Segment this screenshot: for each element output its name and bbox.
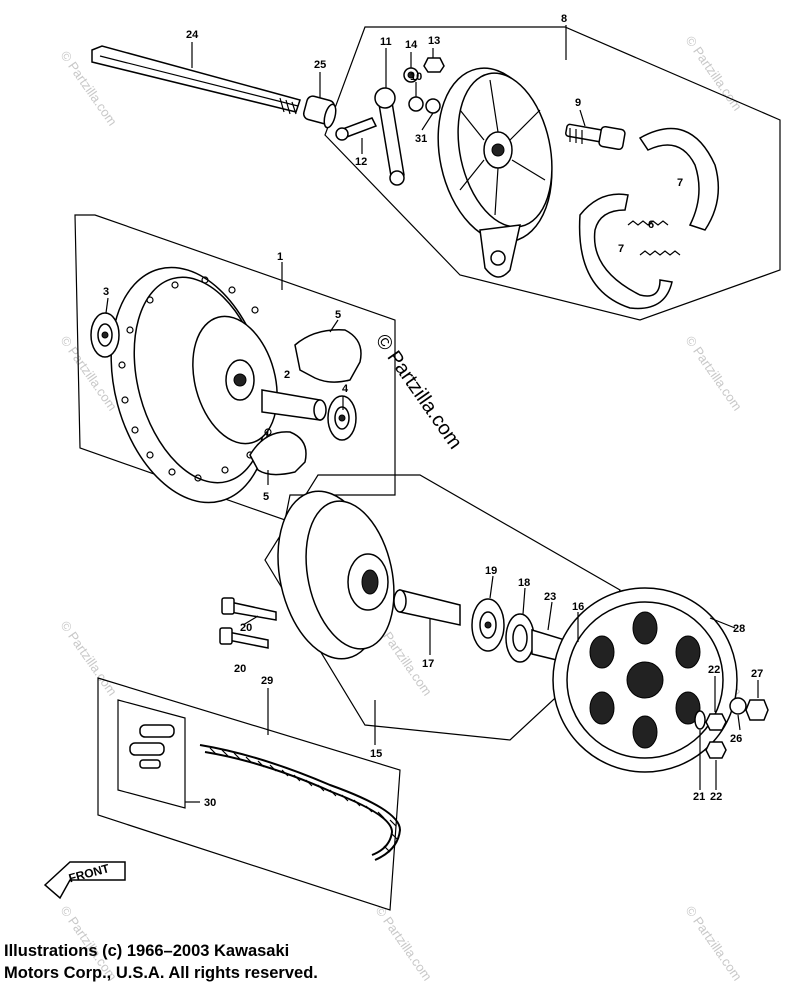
callout-30: 30 <box>204 797 216 809</box>
watermark-9: © Partzilla.com <box>373 903 436 983</box>
callout-7b: 7 <box>618 243 624 255</box>
callout-25: 25 <box>314 59 326 71</box>
bearing-4 <box>327 395 357 441</box>
callout-4: 4 <box>342 383 349 395</box>
washer-10 <box>408 96 424 112</box>
callout-20a: 20 <box>240 622 252 634</box>
copyright-notice: Illustrations (c) 1966–2003 Kawasaki Mot… <box>4 940 318 984</box>
callout-15: 15 <box>370 748 382 760</box>
washer-31 <box>425 98 441 114</box>
callout-5b: 5 <box>263 491 269 503</box>
callout-9: 9 <box>575 97 581 109</box>
callout-12: 12 <box>355 156 367 168</box>
brake-panel <box>437 67 553 278</box>
watermark-5: © Partzilla.com <box>58 618 121 698</box>
rear-sprocket <box>552 587 738 773</box>
callout-16: 16 <box>572 601 584 613</box>
nut-27 <box>745 699 769 721</box>
callout-24: 24 <box>186 29 199 41</box>
bolts-20 <box>219 597 277 649</box>
brake-cam <box>565 123 626 151</box>
callout-1: 1 <box>277 251 283 263</box>
callout-2: 2 <box>284 369 290 381</box>
master-link-box <box>117 699 186 809</box>
front-arrow: FRONT <box>43 861 126 900</box>
callout-13: 13 <box>428 35 440 47</box>
hub-group-outline <box>74 214 396 521</box>
washer-26 <box>729 697 747 715</box>
wheel-hub <box>110 266 278 504</box>
watermark-10: © Partzilla.com <box>683 903 746 983</box>
axle <box>91 45 301 115</box>
callout-7a: 7 <box>677 177 683 189</box>
oil-seal-18 <box>505 613 535 663</box>
rubber-dampers <box>249 329 362 476</box>
copyright-line-1: Illustrations (c) 1966–2003 Kawasaki <box>4 942 290 960</box>
chain-group-outline <box>97 677 401 911</box>
master-link <box>129 724 175 769</box>
lock-washer-21 <box>694 710 706 730</box>
brake-shoes <box>578 127 720 310</box>
spacer <box>302 95 337 129</box>
drive-chain <box>199 744 402 861</box>
callout-5a: 5 <box>335 309 341 321</box>
collar-17 <box>393 589 461 626</box>
callout-27: 27 <box>751 668 763 680</box>
callout-28: 28 <box>733 623 745 635</box>
callout-numbers: 24 25 11 14 13 10 31 12 8 9 7 6 7 1 3 5 … <box>103 13 763 809</box>
callout-19: 19 <box>485 565 497 577</box>
washer-14-hole <box>407 71 415 79</box>
callout-22a: 22 <box>708 664 720 676</box>
nut-22a <box>705 713 727 731</box>
leader-lines <box>105 25 759 803</box>
watermark-center: © Partzilla.com <box>371 330 466 453</box>
callout-6: 6 <box>648 219 654 231</box>
callout-22b: 22 <box>710 791 722 803</box>
callout-10: 10 <box>410 71 422 83</box>
callout-8: 8 <box>561 13 567 25</box>
callout-21: 21 <box>693 791 705 803</box>
sprocket-hub <box>277 490 395 660</box>
watermark-4: © Partzilla.com <box>683 333 746 413</box>
bearing-19 <box>471 598 505 652</box>
callout-29: 29 <box>261 675 273 687</box>
callout-20b: 20 <box>234 663 246 675</box>
nut-13 <box>423 57 445 73</box>
bearing-3 <box>90 312 120 358</box>
callout-31: 31 <box>415 133 427 145</box>
copyright-line-2: Motors Corp., U.S.A. All rights reserved… <box>4 964 318 982</box>
callout-17: 17 <box>422 658 434 670</box>
callout-11: 11 <box>380 36 392 48</box>
brake-panel-group-outline <box>324 26 781 321</box>
torque-link <box>335 87 405 186</box>
callout-26: 26 <box>730 733 742 745</box>
callout-14: 14 <box>405 39 418 51</box>
callout-23: 23 <box>544 591 556 603</box>
callout-3: 3 <box>103 286 109 298</box>
callout-18: 18 <box>518 577 530 589</box>
hub-sleeve <box>261 389 327 421</box>
nut-22b <box>705 741 727 759</box>
